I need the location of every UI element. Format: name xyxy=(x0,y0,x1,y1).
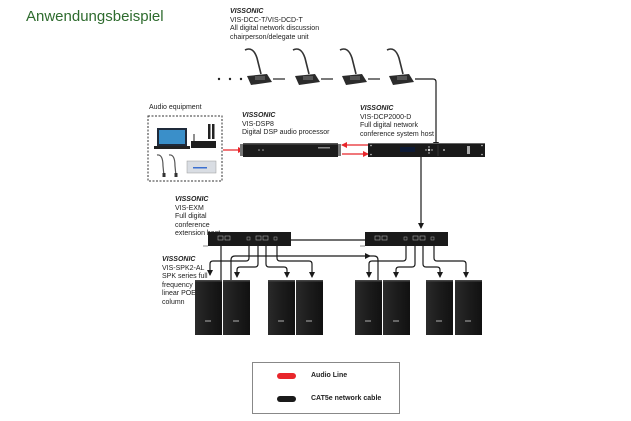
brand-name: VISSONIC xyxy=(242,112,276,119)
network-cable xyxy=(433,246,469,278)
description-line: column xyxy=(162,298,185,306)
discussion-unit xyxy=(386,48,414,85)
speaker-label: VISSONIC VIS-SPK2-AL SPK series full fre… xyxy=(162,256,208,307)
description-line: All digital network discussion xyxy=(230,25,320,32)
extension-host-label: VISSONIC VIS-EXM Full digital conference… xyxy=(175,196,220,239)
audio-equipment-box xyxy=(147,115,223,182)
network-cable-swatch xyxy=(277,396,296,402)
model-name: VIS-DCC-T/VIS-DCD-T xyxy=(230,16,303,24)
network-cable xyxy=(393,246,416,278)
speaker-column xyxy=(268,280,295,335)
legend-label-audio-line: Audio Line xyxy=(311,372,348,379)
brand-name: VISSONIC xyxy=(360,105,394,112)
brand-name: VISSONIC xyxy=(175,196,209,203)
model-name: VIS-EXM xyxy=(175,204,204,212)
audio-line-swatch xyxy=(277,373,296,379)
speaker-column xyxy=(383,280,410,335)
gooseneck-mic-icon xyxy=(168,154,178,177)
discussion-unit xyxy=(339,48,367,85)
network-cable xyxy=(366,246,407,278)
mixer-icon xyxy=(186,160,217,174)
extension-host-device xyxy=(360,232,448,247)
speaker-column xyxy=(355,280,382,335)
speaker-column xyxy=(455,280,482,335)
description-line: conference system host xyxy=(360,130,434,138)
brand-name: VISSONIC xyxy=(230,8,264,15)
network-cable xyxy=(370,255,379,283)
ellipsis-dots xyxy=(217,77,243,81)
discussion-unit xyxy=(244,48,272,85)
discussion-unit xyxy=(292,48,320,85)
description-line: chairperson/delegate unit xyxy=(230,33,309,41)
description-line: linear POE xyxy=(162,290,196,297)
description-line: Full digital network xyxy=(360,122,418,129)
speaker-column xyxy=(223,280,250,335)
speaker-column xyxy=(195,280,222,335)
description-line: Digital DSP audio processor xyxy=(242,129,330,136)
discussion-unit-label: VISSONIC VIS-DCC-T/VIS-DCD-T All digital… xyxy=(230,8,319,42)
conference-host-device xyxy=(368,143,485,157)
brand-name: VISSONIC xyxy=(162,256,196,263)
description-line: frequency xyxy=(162,281,193,289)
gooseneck-mic-icon xyxy=(156,154,166,177)
description-line: SPK series full xyxy=(162,273,208,280)
network-cable xyxy=(422,246,443,278)
legend-label-network-cable: CAT5e network cable xyxy=(311,395,382,402)
network-cable xyxy=(207,246,250,276)
description-line: extension host xyxy=(175,230,221,237)
network-cable xyxy=(265,246,290,278)
network-cable xyxy=(230,253,371,285)
network-cable xyxy=(276,246,315,278)
speaker-column xyxy=(426,280,453,335)
network-cable xyxy=(234,246,259,278)
extension-host-device xyxy=(203,232,291,247)
host-label: VISSONIC VIS-DCP2000-D Full digital netw… xyxy=(360,105,434,139)
model-name: VIS-SPK2-AL xyxy=(162,264,205,272)
dsp-device xyxy=(240,143,341,157)
legend: Audio Line CAT5e network cable xyxy=(252,362,400,414)
dsp-label: VISSONIC VIS-DSP8 Digital DSP audio proc… xyxy=(242,112,329,138)
model-name: VIS-DSP8 xyxy=(242,120,274,128)
speaker-column xyxy=(296,280,323,335)
wireless-mic-receiver-icon xyxy=(191,124,216,148)
description-line: Full digital xyxy=(175,213,207,220)
page-title: Anwendungsbeispiel xyxy=(26,8,164,25)
laptop-icon xyxy=(154,128,190,149)
model-name: VIS-DCP2000-D xyxy=(360,113,412,121)
network-cable xyxy=(415,78,439,148)
description-line: conference xyxy=(175,221,210,229)
audio-equipment-label: Audio equipment xyxy=(149,104,202,111)
